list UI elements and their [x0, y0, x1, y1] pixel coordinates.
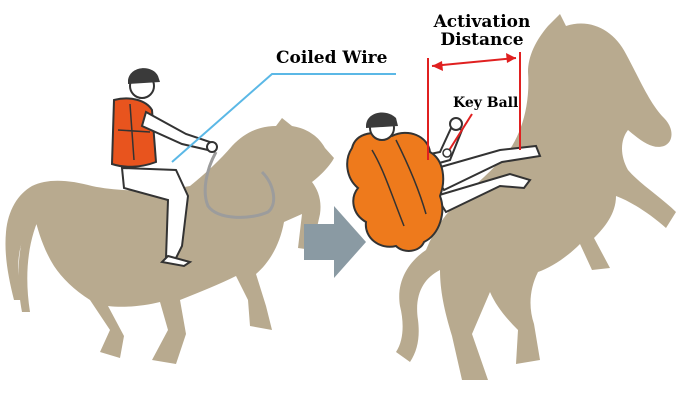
activation-label-line2: Distance [423, 32, 541, 50]
key-ball-icon [443, 149, 451, 157]
key-ball-label: Key Ball [453, 96, 518, 111]
activation-distance-label: Activation Distance [423, 14, 541, 50]
coiled-wire-label: Coiled Wire [276, 50, 387, 68]
